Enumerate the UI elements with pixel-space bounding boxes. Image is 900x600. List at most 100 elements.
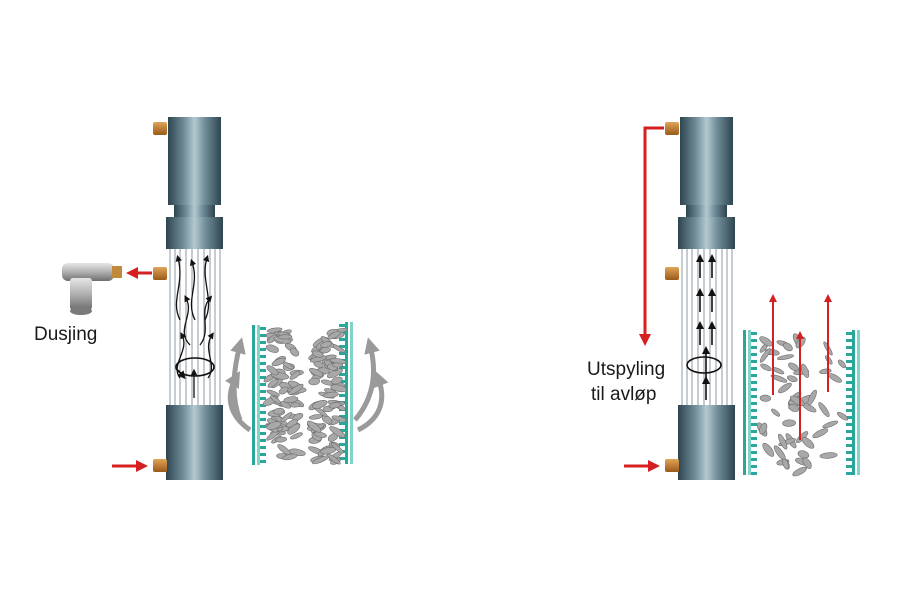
shower-nozzle-icon <box>62 263 122 315</box>
particle <box>788 403 800 412</box>
membrane-tooth <box>751 444 757 447</box>
left-membrane-wall-a <box>252 325 260 465</box>
particle <box>312 350 324 358</box>
membrane-tooth <box>846 367 852 370</box>
particle <box>283 396 299 403</box>
particle <box>278 386 289 395</box>
membrane-tooth <box>846 437 852 440</box>
particle <box>792 466 808 477</box>
particle <box>273 407 285 415</box>
membrane-tooth <box>260 362 266 365</box>
right-loose-particles <box>756 333 849 477</box>
particle <box>331 376 343 385</box>
left-gray-flow <box>225 337 389 433</box>
membrane-tooth <box>846 451 852 454</box>
particle <box>837 359 847 369</box>
left-internal-flow <box>175 254 214 398</box>
left-bottom-housing <box>166 405 223 480</box>
left-module: Dusjing <box>34 117 223 480</box>
membrane-tooth <box>260 334 266 337</box>
particle <box>266 421 282 430</box>
left-fiber-bundle <box>169 249 221 405</box>
particle <box>323 391 339 399</box>
membrane-tooth <box>339 373 345 376</box>
particle <box>828 373 842 383</box>
membrane-tooth <box>260 376 266 379</box>
membrane-tooth <box>260 390 266 393</box>
particle <box>326 453 341 465</box>
left-membrane-teeth-a <box>260 327 266 463</box>
right-top-housing <box>680 117 733 205</box>
shower-label: Dusjing <box>34 324 97 345</box>
right-membrane-teeth-a <box>751 332 757 475</box>
membrane-tooth <box>846 430 852 433</box>
left-particle-cake <box>262 327 348 465</box>
particle <box>313 431 327 438</box>
left-membrane-wall-b <box>345 322 353 464</box>
particle <box>288 383 304 395</box>
particle <box>289 371 301 380</box>
membrane-tooth <box>846 374 852 377</box>
membrane-tooth <box>339 380 345 383</box>
membrane-tooth <box>846 346 852 349</box>
membrane-tooth <box>260 348 266 351</box>
membrane-tooth <box>846 395 852 398</box>
membrane-tooth <box>846 423 852 426</box>
membrane-tooth <box>846 402 852 405</box>
particle <box>329 426 346 438</box>
particle <box>788 362 799 372</box>
particle <box>312 400 328 409</box>
particle <box>331 362 344 368</box>
particle <box>801 436 815 449</box>
right-module: Utspyling til avløp <box>587 117 735 480</box>
membrane-tooth <box>751 332 757 335</box>
right-bottom-housing <box>678 405 735 480</box>
membrane-tooth <box>260 341 266 344</box>
membrane-tooth <box>751 402 757 405</box>
right-red-uplift-arrows <box>769 294 832 440</box>
membrane-tooth <box>751 346 757 349</box>
membrane-tooth <box>751 423 757 426</box>
particle <box>777 354 794 361</box>
right-side-fitting <box>665 267 679 280</box>
particle <box>266 389 280 397</box>
membrane-tooth <box>846 409 852 412</box>
membrane-tooth <box>339 324 345 327</box>
rotation-icon <box>175 357 215 377</box>
left-top-collar <box>174 205 215 217</box>
membrane-tooth <box>751 416 757 419</box>
membrane-tooth <box>339 338 345 341</box>
membrane-tooth <box>751 430 757 433</box>
particle <box>782 458 790 470</box>
membrane-tooth <box>846 465 852 468</box>
membrane-tooth <box>260 411 266 414</box>
particle <box>328 402 342 409</box>
particle <box>308 414 323 420</box>
membrane-tooth <box>339 394 345 397</box>
particle <box>277 334 293 340</box>
membrane-tooth <box>339 443 345 446</box>
membrane-tooth <box>339 422 345 425</box>
membrane-tooth <box>751 367 757 370</box>
membrane-tooth <box>846 416 852 419</box>
membrane-tooth <box>846 381 852 384</box>
membrane-tooth <box>846 353 852 356</box>
particle <box>783 342 793 352</box>
particle <box>287 423 301 435</box>
membrane-tooth <box>260 355 266 358</box>
left-side-fitting <box>153 267 167 280</box>
particle <box>290 432 303 440</box>
particle <box>321 414 333 425</box>
particle <box>770 374 788 383</box>
membrane-tooth <box>339 366 345 369</box>
membrane-tooth <box>260 404 266 407</box>
left-top-fitting <box>153 122 167 135</box>
particle <box>807 389 817 406</box>
particle <box>331 415 347 422</box>
particle <box>275 436 288 443</box>
particle <box>759 348 771 363</box>
particle <box>759 422 768 435</box>
right-fiber-bundle <box>681 249 733 405</box>
left-top-coupling <box>166 217 223 249</box>
particle <box>267 378 279 388</box>
